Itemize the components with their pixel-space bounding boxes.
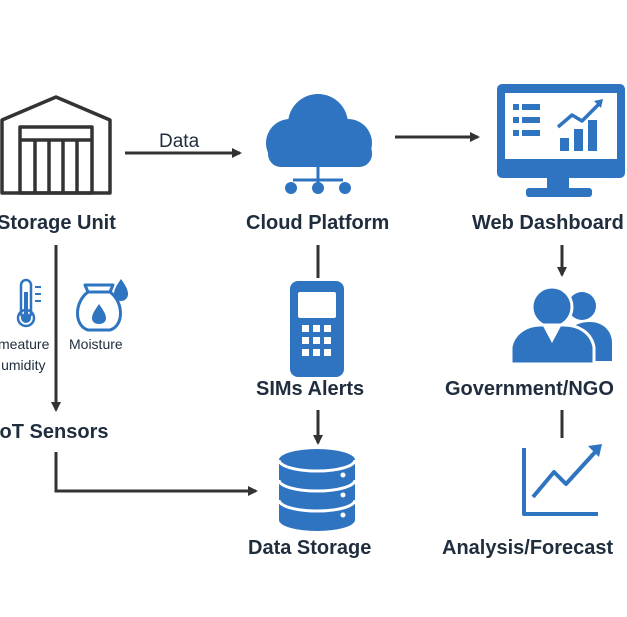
database-icon bbox=[277, 449, 357, 531]
mobile-phone-icon bbox=[290, 281, 344, 377]
humidity-label: Humidity bbox=[0, 357, 45, 373]
iot-sensors-label: IoT Sensors bbox=[0, 421, 108, 443]
moisture-bag-icon bbox=[76, 279, 128, 332]
arrow-sensors-to-storage bbox=[54, 452, 258, 496]
warehouse-icon bbox=[0, 95, 112, 195]
edge-label-data: Data bbox=[159, 131, 200, 152]
government-ngo-label: Government/NGO bbox=[445, 378, 614, 400]
data-storage-label: Data Storage bbox=[248, 537, 371, 559]
cloud-platform-label: Cloud Platform bbox=[246, 212, 389, 234]
users-group-icon bbox=[509, 285, 612, 366]
temperature-label: meature bbox=[0, 336, 50, 352]
sims-alerts-label: SIMs Alerts bbox=[256, 378, 364, 400]
connectors bbox=[51, 132, 567, 496]
cloud-network-icon bbox=[266, 94, 372, 194]
monitor-chart-icon bbox=[497, 84, 625, 197]
moisture-label: Moisture bbox=[69, 336, 123, 352]
storage-unit-label: Storage Unit bbox=[0, 212, 116, 234]
analysis-forecast-label: Analysis/Forecast bbox=[442, 537, 614, 559]
trend-chart-icon bbox=[522, 444, 602, 516]
web-dashboard-label: Web Dashboard bbox=[472, 212, 624, 234]
thermometer-icon bbox=[16, 278, 41, 328]
